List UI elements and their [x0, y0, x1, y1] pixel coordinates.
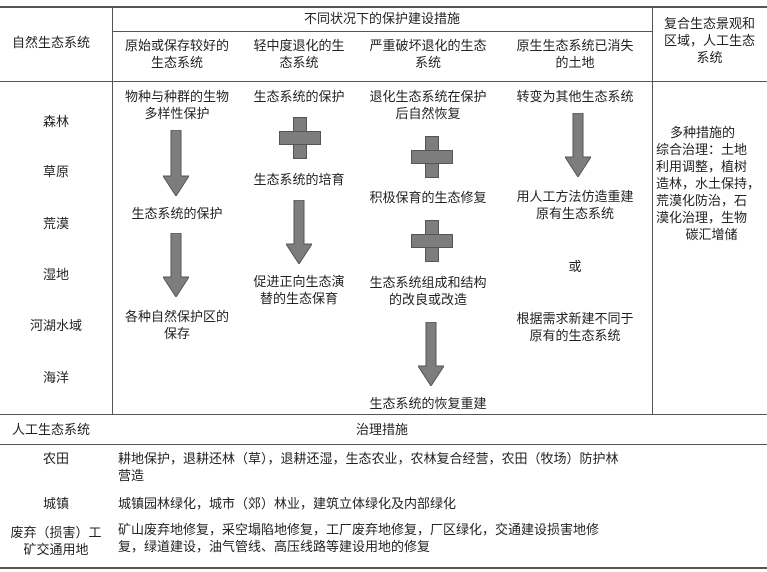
natural-eco-header: 自然生态系统: [12, 36, 91, 51]
col5-line: 综合治理：土地: [656, 143, 748, 158]
col4-header-line: 原生生态系统已消失: [516, 39, 634, 54]
col5-line: 多种措施的: [670, 126, 736, 141]
col2-top-text: 生态系统的保护: [253, 90, 345, 105]
col5-line: 漠化治理，生物: [656, 211, 748, 226]
down-arrow-icon: [286, 200, 312, 264]
col1-top-line: 多样性保护: [144, 107, 210, 122]
row-farmland-line: 耕地保护，退耕还林（草），退耕还湿，生态农业，农林复合经营，农田（牧场）防护林: [118, 452, 619, 467]
vline-left: [112, 7, 113, 414]
col4-bottom-text: 根据需求新建不同于 原有的生态系统: [500, 311, 650, 345]
col3-header: 严重破坏退化的生态 系统: [358, 38, 498, 72]
col4-mid-text: 用人工方法仿造重建 原有生态系统: [500, 189, 650, 223]
ecosystem-river-lake: 河湖水域: [29, 319, 82, 334]
ecosystem-desert: 荒漠: [42, 217, 69, 232]
plus-icon: [411, 136, 453, 178]
col4-or-text: 或: [568, 260, 582, 275]
col4-bottom-line: 根据需求新建不同于: [516, 312, 634, 327]
col5-header-line: 区域，人工生态: [663, 34, 755, 49]
col5-line: 碳汇增储: [685, 228, 738, 243]
ecosystem-grassland: 草原: [42, 165, 69, 180]
col3-header-line: 系统: [414, 56, 441, 71]
col3-mid-text: 积极保育的生态修复: [369, 191, 487, 206]
col1-bottom-text: 各种自然保护区的 保存: [112, 309, 242, 343]
plus-icon: [279, 117, 321, 159]
col5-line: 利用调整，植树: [656, 160, 748, 175]
col5-line: 造林，水土保持，: [656, 177, 761, 192]
col1-header-line: 原始或保存较好的: [124, 39, 229, 54]
row-abandoned-name: 废弃（损害）工 矿交通用地: [0, 525, 112, 559]
col5-text: 多种措施的 综合治理：土地 利用调整，植树 造林，水土保持， 荒漠化防治，石 漠…: [656, 125, 767, 244]
artificial-header-rule: [0, 444, 767, 445]
col2-header-line: 态系统: [279, 56, 319, 71]
row-town-name: 城镇: [42, 497, 69, 512]
plus-icon: [411, 220, 453, 262]
col3-end-text: 生态系统的恢复重建: [369, 397, 487, 412]
vline-right: [652, 7, 653, 414]
ecosystem-ocean: 海洋: [42, 371, 69, 386]
down-arrow-icon: [418, 322, 444, 386]
row-farmland-name: 农田: [42, 452, 69, 467]
row-town-text: 城镇园林绿化，城市（郊）林业，建筑立体绿化及内部绿化: [118, 497, 457, 512]
ecosystem-wetland: 湿地: [42, 268, 69, 283]
down-arrow-icon: [565, 113, 591, 177]
col3-bottom-line: 的改良或改造: [388, 293, 467, 308]
col5-line: 荒漠化防治，石: [656, 194, 748, 209]
col1-top-line: 物种与种群的生物: [124, 90, 229, 105]
ecosystem-forest: 森林: [42, 115, 69, 130]
col3-header-line: 严重破坏退化的生态: [369, 39, 487, 54]
artificial-header: 人工生态系统: [12, 423, 91, 438]
row-abandoned-name-line: 矿交通用地: [23, 543, 89, 558]
col5-header-line: 系统: [696, 51, 723, 66]
col5-header: 复合生态景观和 区域，人工生态 系统: [652, 16, 767, 67]
col3-top-line: 退化生态系统在保护: [369, 90, 487, 105]
measures-underline: [112, 31, 652, 32]
col3-bottom-line: 生态系统组成和结构: [369, 276, 487, 291]
col3-bottom-text: 生态系统组成和结构 的改良或改造: [358, 275, 498, 309]
row-abandoned-name-line: 废弃（损害）工: [10, 526, 102, 541]
col1-bottom-line: 保存: [163, 327, 190, 342]
down-arrow-icon: [163, 130, 189, 196]
row-farmland-text: 耕地保护，退耕还林（草），退耕还湿，生态农业，农林复合经营，农田（牧场）防护林 …: [118, 451, 619, 485]
col2-mid-text: 生态系统的培育: [253, 173, 345, 188]
col1-header-line: 生态系统: [150, 56, 203, 71]
row-abandoned-line: 矿山废弃地修复，采空塌陷地修复，工厂废弃地修复，厂区绿化，交通建设损害地修: [118, 523, 600, 538]
col3-top-line: 后自然恢复: [395, 107, 461, 122]
col4-mid-line: 用人工方法仿造重建: [516, 190, 634, 205]
down-arrow-icon: [163, 233, 189, 297]
col2-bottom-line: 替的生态保育: [259, 292, 338, 307]
col2-bottom-text: 促进正向生态演 替的生态保育: [240, 274, 358, 308]
header-rule: [0, 81, 767, 82]
col5-header-line: 复合生态景观和: [663, 17, 755, 32]
col2-header-line: 轻中度退化的生: [253, 39, 345, 54]
col2-bottom-line: 促进正向生态演: [253, 275, 345, 290]
top-rule: [0, 6, 767, 8]
col4-bottom-line: 原有的生态系统: [529, 329, 621, 344]
measures-header: 治理措施: [355, 423, 408, 438]
col4-top-text: 转变为其他生态系统: [516, 90, 634, 105]
row-abandoned-text: 矿山废弃地修复，采空塌陷地修复，工厂废弃地修复，厂区绿化，交通建设损害地修 复，…: [118, 522, 599, 556]
col3-top-text: 退化生态系统在保护 后自然恢复: [358, 89, 498, 123]
col1-top-text: 物种与种群的生物 多样性保护: [112, 89, 242, 123]
col2-header: 轻中度退化的生 态系统: [240, 38, 358, 72]
row-farmland-line: 营造: [118, 469, 145, 484]
col4-header-line: 的土地: [555, 56, 595, 71]
artificial-rule: [0, 414, 767, 415]
row-abandoned-line: 复，绿道建设，油气管线、高压线路等建设用地的修复: [118, 540, 431, 555]
measures-title: 不同状况下的保护建设措施: [303, 12, 460, 27]
col4-header: 原生生态系统已消失 的土地: [500, 38, 650, 72]
col1-header: 原始或保存较好的 生态系统: [112, 38, 242, 72]
bottom-rule: [0, 567, 767, 569]
col1-bottom-line: 各种自然保护区的: [124, 310, 229, 325]
col4-mid-line: 原有生态系统: [535, 207, 614, 222]
col1-mid-text: 生态系统的保护: [131, 207, 223, 222]
